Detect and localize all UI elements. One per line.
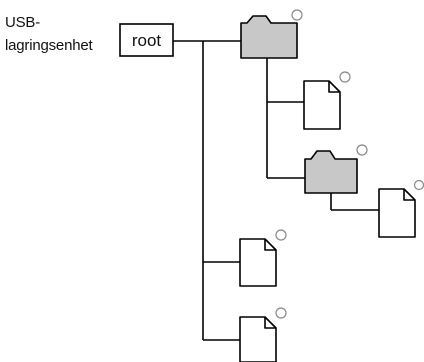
- file-fold: [264, 239, 276, 251]
- device-label: USB- lagringsenhet: [5, 11, 93, 57]
- tree-connectors: [173, 40, 379, 341]
- file-icon: [303, 80, 341, 130]
- selection-circle-icon[interactable]: [413, 179, 424, 191]
- selection-circle-icon[interactable]: [291, 9, 303, 21]
- selection-circle-icon[interactable]: [339, 71, 351, 83]
- file-fold: [403, 189, 415, 201]
- file-node-1[interactable]: [303, 71, 351, 130]
- selection-circle-icon[interactable]: [275, 307, 287, 319]
- file-icon: [239, 316, 277, 362]
- folder-icon: [240, 15, 298, 59]
- file-icon: [239, 238, 277, 287]
- folder-node-1[interactable]: [240, 9, 303, 59]
- file-fold: [328, 81, 340, 93]
- root-box: [119, 23, 174, 57]
- selection-circle-icon[interactable]: [275, 229, 287, 241]
- file-fold: [264, 317, 276, 329]
- folder-node-2[interactable]: [304, 144, 368, 194]
- folder-icon: [304, 150, 358, 194]
- selection-circle-icon[interactable]: [356, 144, 368, 156]
- file-node-4[interactable]: [239, 307, 287, 362]
- file-icon: [378, 188, 416, 238]
- device-label-line-2: lagringsenhet: [5, 37, 93, 54]
- device-label-line-1: USB-: [5, 14, 41, 31]
- file-node-2[interactable]: [378, 179, 424, 238]
- root-label: root: [132, 31, 162, 50]
- file-node-3[interactable]: [239, 229, 287, 287]
- root-node[interactable]: root: [119, 23, 174, 57]
